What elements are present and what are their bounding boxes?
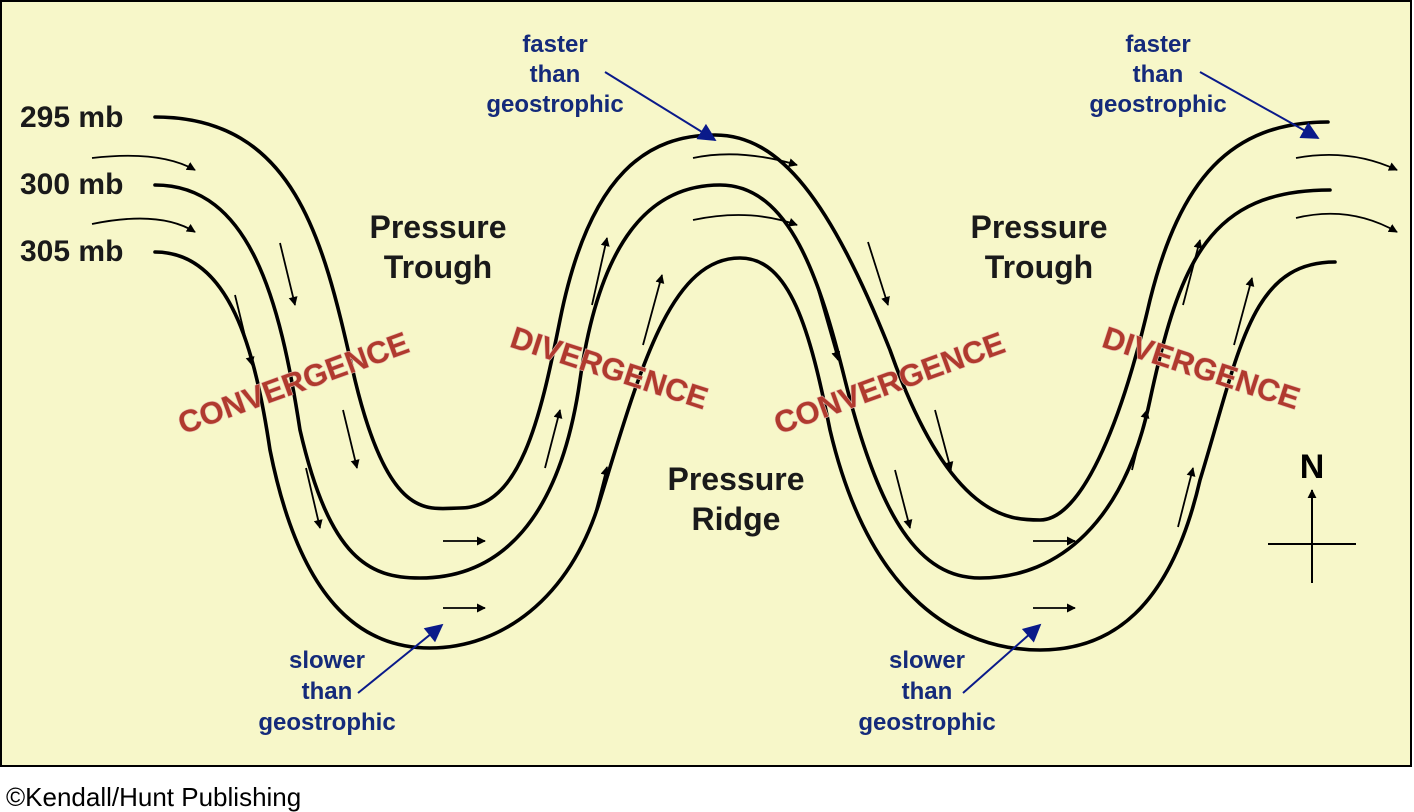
flow-arrow (91, 154, 196, 171)
flow-arrow (342, 409, 360, 469)
flow-arrow (894, 469, 913, 529)
slower-note-2-line2: than (902, 678, 953, 705)
isobar-305-curve (153, 250, 1337, 652)
faster-note-2-line1: faster (1125, 31, 1190, 58)
flow-arrow (692, 153, 798, 167)
north-compass: N (1268, 448, 1356, 583)
faster-pointer-1 (604, 71, 717, 141)
north-label: N (1300, 448, 1325, 486)
flow-arrow (692, 214, 798, 227)
flow-arrow (1233, 277, 1255, 346)
flow-arrow (934, 409, 954, 471)
faster-note-2-line2: than (1133, 61, 1184, 88)
isobar-label-305: 305 mb (20, 235, 123, 268)
flow-arrow (305, 467, 323, 529)
faster-note-1-line1: faster (522, 31, 587, 58)
isobar-300-curve (153, 183, 1332, 580)
trough-1-label-line1: Pressure (370, 209, 507, 245)
copyright-credit: ©Kendall/Hunt Publishing (6, 782, 301, 812)
flow-arrow (1177, 467, 1196, 528)
faster-note-1-line3: geostrophic (486, 91, 623, 118)
flow-arrow (867, 241, 890, 306)
slower-note-1-line3: geostrophic (258, 709, 395, 736)
slower-note-2-line1: slower (889, 647, 965, 674)
faster-note-2-line3: geostrophic (1089, 91, 1226, 118)
flow-arrow (591, 237, 610, 306)
slower-note-2-line3: geostrophic (858, 709, 995, 736)
flow-arrow (1182, 239, 1203, 306)
flow-arrow (642, 274, 665, 346)
ridge-label-line1: Pressure (668, 461, 805, 497)
isobar-label-295: 295 mb (20, 101, 123, 134)
flow-arrow (817, 289, 841, 361)
slower-note-1-line2: than (302, 678, 353, 705)
slower-pointer-2 (962, 623, 1042, 694)
isobar-label-300: 300 mb (20, 168, 123, 201)
trough-2-label-line2: Trough (985, 249, 1093, 285)
ridge-label-line2: Ridge (692, 501, 781, 537)
faster-note-1-line2: than (530, 61, 581, 88)
flow-arrow (591, 466, 610, 526)
slower-pointer-1 (357, 623, 444, 694)
flow-arrow (1295, 212, 1398, 233)
flow-arrow (91, 217, 196, 233)
trough-2-label-line1: Pressure (971, 209, 1108, 245)
flow-arrow (1131, 409, 1150, 471)
flow-arrow (234, 294, 255, 366)
flow-arrows (91, 153, 1398, 613)
flow-arrow (1295, 154, 1398, 171)
flow-arrow (279, 242, 298, 306)
slower-note-1-line1: slower (289, 647, 365, 674)
flow-arrow (544, 409, 563, 469)
faster-pointer-2 (1199, 71, 1320, 139)
trough-1-label-line2: Trough (384, 249, 492, 285)
